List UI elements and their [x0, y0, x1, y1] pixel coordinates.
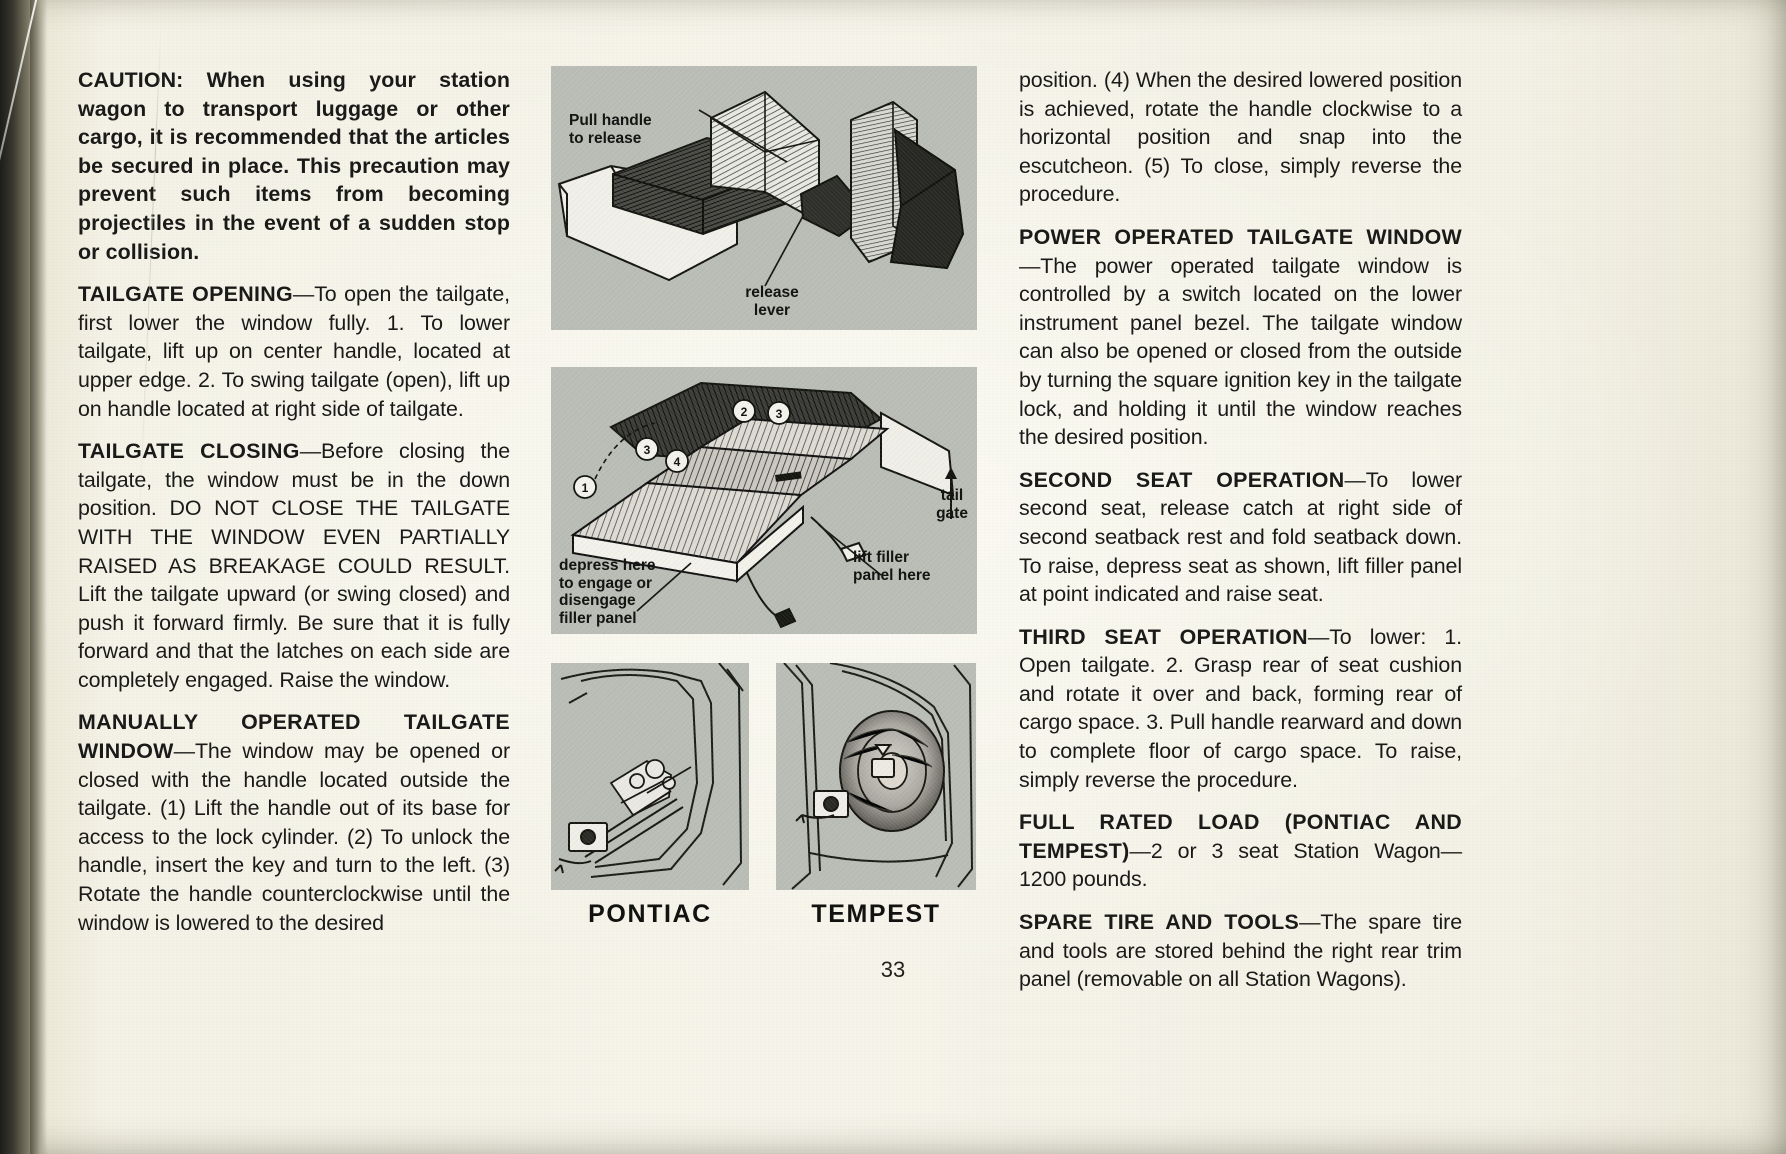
body-tailgate-closing: —Before closing the tailgate, the window…: [78, 439, 510, 692]
paragraph-full-rated-load: FULL RATED LOAD (PONTIAC AND TEMPEST)—2 …: [1019, 808, 1462, 894]
svg-text:4: 4: [674, 455, 681, 469]
body-continuation: position. (4) When the desired lowered p…: [1019, 68, 1462, 207]
figure-seat-fold: Pull handle to release release lever: [551, 66, 977, 330]
paragraph-continuation: position. (4) When the desired lowered p…: [1019, 66, 1462, 209]
label-release-lever: release lever: [745, 284, 799, 319]
page-number: 33: [880, 957, 906, 982]
paragraph-spare-tire-and-tools: SPARE TIRE AND TOOLS—The spare tire and …: [1019, 908, 1462, 994]
cargo-floor-drawing: 1 3 4 2 3: [570, 381, 957, 629]
body-spare-tire-and-tools: —The spare tire and tools are stored beh…: [1019, 910, 1462, 992]
caution-text: CAUTION: When using your station wagon t…: [78, 68, 510, 264]
heading-full-rated-load: FULL RATED LOAD (PONTIAC AND TEMPEST): [1019, 810, 1462, 863]
body-manual-tailgate-window: —The window may be opened or closed with…: [78, 739, 510, 935]
heading-manual-tailgate-window: MANUALLY OPERATED TAILGATE WINDOW: [78, 710, 510, 764]
paragraph-tailgate-opening: TAILGATE OPENING—To open the tailgate, f…: [78, 280, 510, 423]
right-text-column: position. (4) When the desired lowered p…: [1019, 66, 1462, 994]
figure-cargo-floor: 1 3 4 2 3 depress here to engage or dise…: [551, 367, 977, 634]
left-text-column: CAUTION: When using your station wagon t…: [78, 66, 510, 937]
heading-tailgate-closing: TAILGATE CLOSING: [78, 439, 300, 464]
heading-second-seat-operation: SECOND SEAT OPERATION: [1019, 467, 1345, 492]
svg-text:1: 1: [582, 481, 589, 495]
label-lift-filler-panel: lift filler panel here: [853, 549, 931, 584]
body-third-seat-operation: —To lower: 1. Open tailgate. 2. Grasp re…: [1019, 624, 1462, 792]
caption-tempest: TEMPEST: [811, 900, 941, 928]
paragraph-second-seat-operation: SECOND SEAT OPERATION—To lower second se…: [1019, 466, 1462, 609]
heading-third-seat-operation: THIRD SEAT OPERATION: [1019, 624, 1308, 649]
svg-text:3: 3: [776, 407, 783, 421]
figure-pontiac-spare: [551, 663, 749, 890]
body-second-seat-operation: —To lower second seat, release catch at …: [1019, 467, 1462, 607]
heading-power-tailgate-window: POWER OPERATED TAILGATE WINDOW: [1019, 224, 1462, 249]
svg-text:2: 2: [741, 405, 748, 419]
heading-spare-tire-and-tools: SPARE TIRE AND TOOLS: [1019, 910, 1300, 935]
paragraph-tailgate-closing: TAILGATE CLOSING—Before closing the tail…: [78, 437, 510, 694]
heading-tailgate-opening: TAILGATE OPENING: [78, 282, 293, 307]
label-pull-handle-to-release: Pull handle to release: [569, 112, 652, 147]
scan-scratch-mark: [0, 0, 38, 289]
paragraph-manual-tailgate-window: MANUALLY OPERATED TAILGATE WINDOW—The wi…: [78, 708, 510, 937]
paragraph-power-tailgate-window: POWER OPERATED TAILGATE WINDOW —The power…: [1019, 223, 1462, 452]
tempest-spare-drawing: [783, 663, 974, 890]
seat-fold-drawing: [557, 90, 965, 287]
label-depress-here: depress here to engage or disengage fill…: [559, 557, 656, 627]
body-power-tailgate-window: —The power operated tailgate window is c…: [1019, 253, 1462, 450]
caption-pontiac: PONTIAC: [588, 900, 712, 928]
svg-text:3: 3: [644, 443, 651, 457]
figure-tempest-spare: [776, 663, 976, 890]
body-full-rated-load: —2 or 3 seat Station Wagon—1200 pounds.: [1019, 838, 1462, 892]
label-tail-gate: tail gate: [936, 487, 968, 522]
paragraph-third-seat-operation: THIRD SEAT OPERATION—To lower: 1. Open t…: [1019, 623, 1462, 795]
paragraph-caution: CAUTION: When using your station wagon t…: [78, 66, 510, 266]
pontiac-spare-drawing: [554, 663, 744, 886]
